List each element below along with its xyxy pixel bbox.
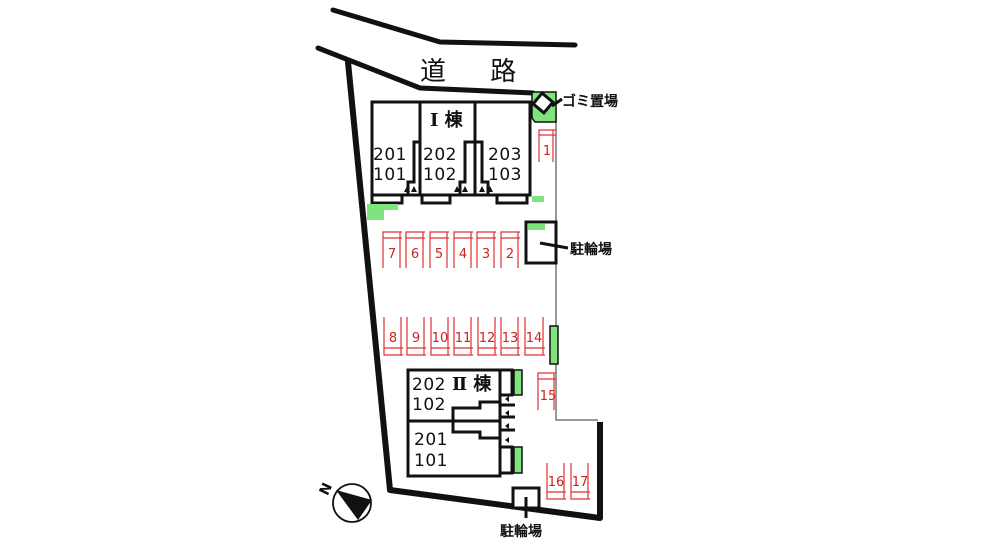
room-101: 101 [373,165,407,185]
parking-space-11: 11 [453,317,473,356]
parking-space-6: 6 [405,231,425,268]
boundary-west-south [344,58,603,521]
svg-text:16: 16 [548,475,565,490]
svg-text:4: 4 [459,247,467,262]
garbage-box-icon [531,91,555,115]
green-area [549,325,559,365]
svg-text:1: 1 [543,144,551,159]
svg-text:10: 10 [432,331,449,346]
svg-text:7: 7 [388,247,396,262]
building-2-name: Ⅱ 棟 [452,373,492,395]
room-101: 101 [414,451,448,471]
parking-space-14: 14 [524,317,545,356]
svg-text:11: 11 [455,331,472,346]
entrance-arrow-icon [411,186,417,192]
garbage-leader [551,97,563,108]
building-1-name: I 棟 [430,109,464,131]
svg-text:6: 6 [411,247,419,262]
road: 道 路 [315,7,578,96]
parking-space-13: 13 [500,317,520,356]
bike-parking-right-leader [539,241,569,250]
parking-space-9: 9 [406,317,426,356]
room-201: 201 [373,145,407,165]
green-area [367,204,398,220]
parking-space-3: 3 [476,231,496,268]
svg-text:5: 5 [435,247,443,262]
svg-text:2: 2 [506,247,514,262]
parking-space-12: 12 [477,317,497,356]
room-203: 203 [488,145,522,165]
north-compass-icon: N [317,481,372,523]
bike-parking-bottom: 駐輪場 [500,486,542,540]
entrance-arrow-icon [487,186,493,192]
north-label: N [317,481,336,498]
svg-text:13: 13 [502,331,519,346]
entrance-arrow-icon [505,423,509,429]
svg-text:15: 15 [540,389,557,404]
green-area [532,196,544,202]
svg-text:17: 17 [572,475,589,490]
building-1: I 棟 201 101 202 102 203 103 [370,100,532,205]
road-label: 道 路 [420,57,534,87]
room-202: 202 [423,145,457,165]
svg-text:9: 9 [412,331,420,346]
green-area [513,446,523,474]
parking-space-5: 5 [429,231,449,268]
parking-space-1: 1 [538,129,556,162]
svg-text:8: 8 [389,331,397,346]
parking-space-10: 10 [430,317,450,356]
parking-row-lower: 8 9 10 11 12 13 14 [383,317,545,356]
parking-space-17: 17 [570,463,590,500]
site-boundary [344,58,603,521]
building-2: 202 Ⅱ 棟 102 201 101 [406,368,523,478]
room-202: 202 [412,375,446,395]
green-area [513,369,523,396]
entrance-arrow-icon [505,396,509,402]
entrance-arrow-icon [505,410,509,416]
room-102: 102 [412,395,446,415]
entrance-arrow-icon [404,186,410,192]
entrance-arrow-icon [454,186,460,192]
bike-parking-bottom-label: 駐輪場 [500,523,542,540]
svg-text:14: 14 [526,331,543,346]
svg-text:12: 12 [479,331,496,346]
entrance-arrow-icon [479,186,485,192]
entrance-arrow-icon [505,437,509,443]
entrance-arrow-icon [462,186,468,192]
parking-space-7: 7 [382,231,402,268]
parking-space-15: 15 [537,372,557,410]
parking-space-16: 16 [546,463,566,500]
bike-parking-right: 駐輪場 [524,220,612,265]
room-102: 102 [423,165,457,185]
parking-row-upper: 7 6 5 4 3 2 [382,231,520,268]
bike-parking-right-label: 駐輪場 [570,241,612,258]
parking-space-4: 4 [453,231,473,268]
garbage-label: ゴミ置場 [562,93,618,110]
parking-space-8: 8 [383,317,403,356]
parking-space-2: 2 [500,231,520,268]
road-edge-south [315,45,536,96]
road-edge-north [330,7,578,48]
garbage-area: ゴミ置場 [531,91,618,123]
room-201: 201 [414,430,448,450]
room-103: 103 [488,165,522,185]
boundary-east-line [555,112,598,421]
svg-text:3: 3 [482,247,490,262]
